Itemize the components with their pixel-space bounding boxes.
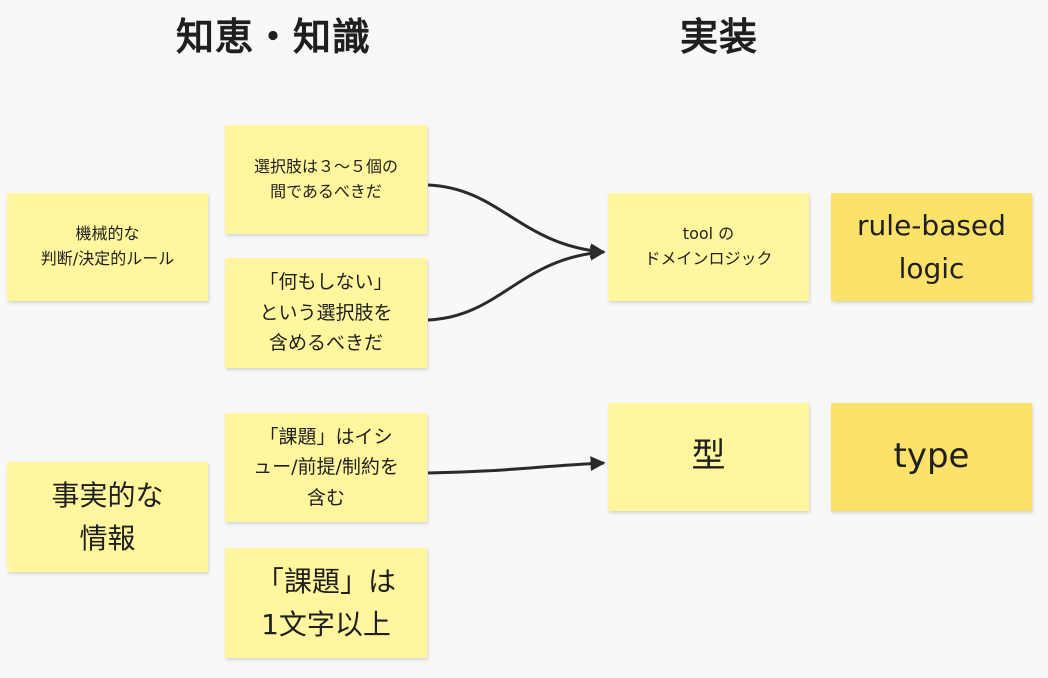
arrow-issue-fields-to-type bbox=[427, 456, 606, 475]
sticky-issue-fields[interactable]: 「課題」はイシ ュー/前提/制約を 含む bbox=[225, 413, 427, 522]
sticky-factual-info[interactable]: 事実的な 情報 bbox=[7, 462, 208, 572]
arrow-choices-to-tool-logic bbox=[427, 183, 606, 259]
arrow-do-nothing-to-tool-logic bbox=[427, 245, 606, 322]
sticky-type-en[interactable]: type bbox=[831, 403, 1032, 511]
heading-wisdom-knowledge: 知恵・知識 bbox=[176, 15, 372, 59]
sticky-type-ja[interactable]: 型 bbox=[608, 403, 809, 511]
sticky-mechanical-judgment[interactable]: 機械的な 判断/決定的ルール bbox=[7, 193, 208, 301]
sticky-issue-min-length[interactable]: 「課題」は 1文字以上 bbox=[225, 548, 427, 658]
sticky-rule-based-logic[interactable]: rule-based logic bbox=[831, 193, 1032, 301]
heading-implementation: 実装 bbox=[680, 15, 759, 59]
sticky-do-nothing[interactable]: 「何もしない」 という選択肢を 含めるべきだ bbox=[225, 258, 427, 368]
sticky-tool-domain-logic[interactable]: tool の ドメインロジック bbox=[608, 193, 809, 301]
sticky-choices-range[interactable]: 選択肢は３〜５個の 間であるべきだ bbox=[225, 125, 427, 234]
